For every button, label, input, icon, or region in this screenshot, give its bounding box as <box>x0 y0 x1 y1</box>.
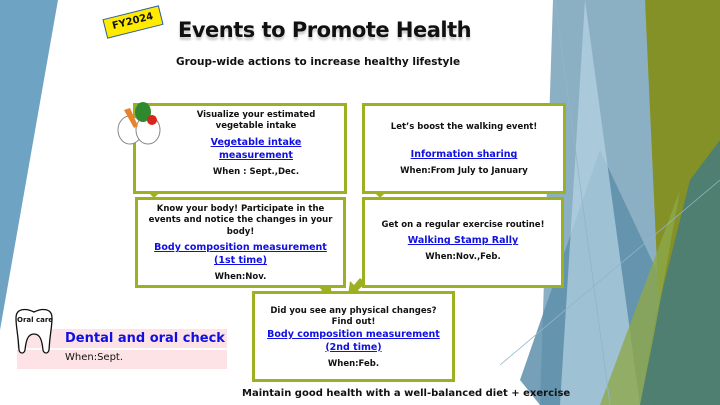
body-composition-1-link[interactable]: Body composition measurement (1st time) <box>154 242 327 267</box>
box-when: When : Sept.,Dec. <box>212 166 300 177</box>
box-when: When:From July to January <box>400 166 528 177</box>
event-box-vegetable: Visualize your estimated vegetable intak… <box>133 103 347 194</box>
event-box-body-comp-1: Know your body! Participate in the event… <box>135 197 346 288</box>
information-sharing-link[interactable]: Information sharing <box>410 149 518 161</box>
oral-care-label: Oral care <box>17 316 54 324</box>
oral-check-panel: Dental and oral check When:Sept. <box>17 329 227 369</box>
oral-check-title: Dental and oral check <box>65 331 225 346</box>
box-when: When:Feb. <box>327 358 380 369</box>
box-intro: Know your body! Participate in the event… <box>148 204 333 237</box>
event-box-body-comp-2: Did you see any physical changes? Find o… <box>252 291 455 382</box>
vegetable-hands-icon <box>117 102 161 145</box>
footer-message: Maintain good health with a well-balance… <box>242 388 571 399</box>
box-intro: Did you see any physical changes? Find o… <box>270 306 437 328</box>
event-box-walking-info: Let’s boost the walking event! Informati… <box>362 103 566 194</box>
vegetable-intake-link[interactable]: Vegetable intake measurement <box>210 136 302 161</box>
oral-check-when: When:Sept. <box>65 352 124 363</box>
body-composition-2-link[interactable]: Body composition measurement (2nd time) <box>267 328 440 353</box>
box-intro: Visualize your estimated vegetable intak… <box>196 110 316 132</box>
tooth-icon <box>15 308 53 354</box>
box-when: When:Nov. <box>214 272 267 283</box>
box-intro: Let’s boost the walking event! <box>390 122 538 132</box>
box-intro: Get on a regular exercise routine! <box>381 220 545 230</box>
page-title: Events to Promote Health <box>178 18 472 42</box>
box-when: When:Nov.,Feb. <box>425 252 501 263</box>
event-box-walking-rally: Get on a regular exercise routine! Walki… <box>362 197 564 288</box>
walking-stamp-rally-link[interactable]: Walking Stamp Rally <box>407 235 519 247</box>
page-subtitle: Group-wide actions to increase healthy l… <box>176 56 461 68</box>
